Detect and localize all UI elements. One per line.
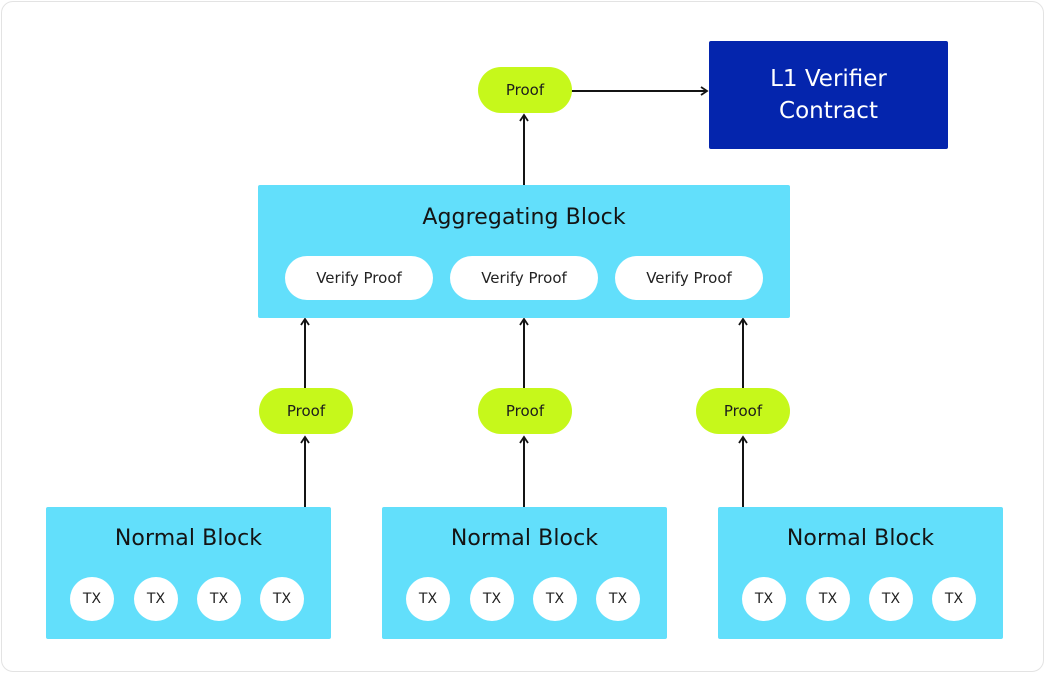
tx-circle: TX — [470, 577, 514, 621]
proof-pill-top: Proof — [478, 67, 572, 113]
proof-label: Proof — [286, 402, 326, 420]
tx-circle: TX — [406, 577, 450, 621]
proof-label: Proof — [505, 402, 545, 420]
normal-block: Normal Block TX TX TX TX — [718, 507, 1003, 639]
aggregating-block: Aggregating Block Verify Proof Verify Pr… — [258, 185, 790, 318]
proof-label: Proof — [505, 81, 545, 99]
l1-verifier-line1: L1 Verifier — [770, 66, 887, 92]
tx-circle: TX — [869, 577, 913, 621]
tx-circle: TX — [932, 577, 976, 621]
tx-circle: TX — [70, 577, 114, 621]
aggregating-block-title: Aggregating Block — [422, 205, 626, 230]
normal-block-title: Normal Block — [786, 526, 935, 551]
tx-circle: TX — [134, 577, 178, 621]
tx-circle: TX — [596, 577, 640, 621]
l1-verifier-contract: L1 Verifier Contract — [709, 41, 948, 149]
normal-block: Normal Block TX TX TX TX — [382, 507, 667, 639]
tx-circle: TX — [806, 577, 850, 621]
verify-proof-pill: Verify Proof — [285, 256, 433, 300]
normal-block-title: Normal Block — [450, 526, 599, 551]
verify-proof-pill: Verify Proof — [615, 256, 763, 300]
proof-pill: Proof — [696, 388, 790, 434]
tx-circle: TX — [197, 577, 241, 621]
tx-circle: TX — [742, 577, 786, 621]
proof-pill: Proof — [478, 388, 572, 434]
tx-circle: TX — [533, 577, 577, 621]
normal-block-title: Normal Block — [114, 526, 263, 551]
normal-block: Normal Block TX TX TX TX — [46, 507, 331, 639]
verify-proof-pill: Verify Proof — [450, 256, 598, 300]
l1-verifier-line2: Contract — [779, 98, 878, 124]
tx-circle: TX — [260, 577, 304, 621]
proof-pill: Proof — [259, 388, 353, 434]
proof-label: Proof — [723, 402, 763, 420]
